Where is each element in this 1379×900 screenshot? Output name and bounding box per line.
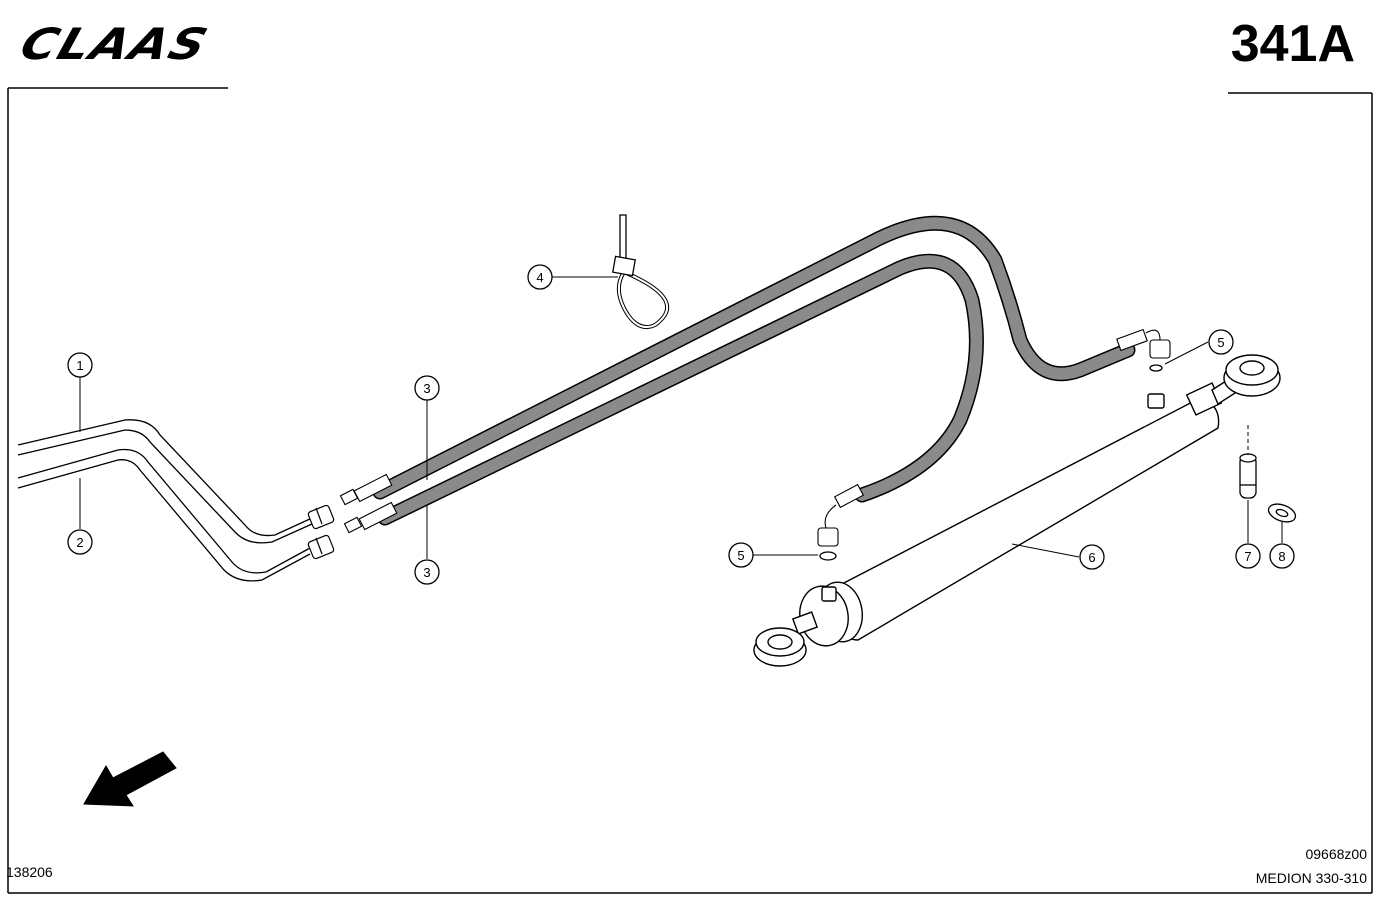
bolt-pin bbox=[1239, 453, 1257, 499]
callout-number: 5 bbox=[737, 548, 744, 563]
hose-fitting-lower-left bbox=[343, 501, 398, 534]
brand-logo-text: CLAAS bbox=[14, 19, 216, 70]
hydraulic-cylinder bbox=[753, 354, 1281, 667]
cable-tie bbox=[612, 214, 669, 329]
callout-3-lower: 3 bbox=[414, 559, 440, 585]
rigid-pipe-2 bbox=[17, 448, 311, 582]
callout-4: 4 bbox=[527, 264, 553, 290]
callout-1: 1 bbox=[67, 352, 93, 378]
callout-2: 2 bbox=[67, 529, 93, 555]
callout-number: 3 bbox=[423, 565, 430, 580]
page-number: 341A bbox=[1230, 15, 1355, 73]
callout-number: 1 bbox=[76, 358, 83, 373]
hydraulic-hose-lower bbox=[377, 253, 984, 526]
brand-logo: CLAAS bbox=[14, 20, 236, 70]
pipe-nut-upper bbox=[307, 504, 335, 530]
direction-arrow bbox=[83, 751, 177, 807]
document-code: 138206 bbox=[6, 864, 53, 880]
page-frame bbox=[7, 87, 1373, 894]
leader-lines bbox=[79, 276, 1283, 559]
callout-number: 3 bbox=[423, 381, 430, 396]
hose-fitting-upper-right bbox=[1116, 328, 1171, 359]
callout-number: 4 bbox=[536, 270, 543, 285]
callout-3-upper: 3 bbox=[414, 375, 440, 401]
callout-number: 5 bbox=[1217, 335, 1224, 350]
o-ring-upper bbox=[1149, 364, 1163, 372]
callout-7: 7 bbox=[1235, 543, 1261, 569]
callout-5-lower: 5 bbox=[728, 542, 754, 568]
hose-fitting-upper-left bbox=[339, 473, 393, 506]
callout-number: 2 bbox=[76, 535, 83, 550]
callout-5-upper: 5 bbox=[1208, 329, 1234, 355]
hydraulic-hose-upper bbox=[372, 215, 1136, 500]
linch-clip bbox=[1267, 503, 1297, 523]
o-ring-lower bbox=[819, 551, 837, 561]
callout-6: 6 bbox=[1079, 544, 1105, 570]
callout-number: 6 bbox=[1088, 550, 1095, 565]
callout-number: 7 bbox=[1244, 549, 1251, 564]
model-label: MEDION 330-310 bbox=[1255, 870, 1367, 886]
pipe-nut-lower bbox=[307, 534, 335, 560]
drawing-code: 09668z00 bbox=[1305, 846, 1367, 862]
callout-number: 8 bbox=[1278, 549, 1285, 564]
callout-8: 8 bbox=[1269, 543, 1295, 569]
rigid-pipe-1 bbox=[17, 419, 313, 544]
hose-fitting-lower-right bbox=[817, 483, 865, 547]
